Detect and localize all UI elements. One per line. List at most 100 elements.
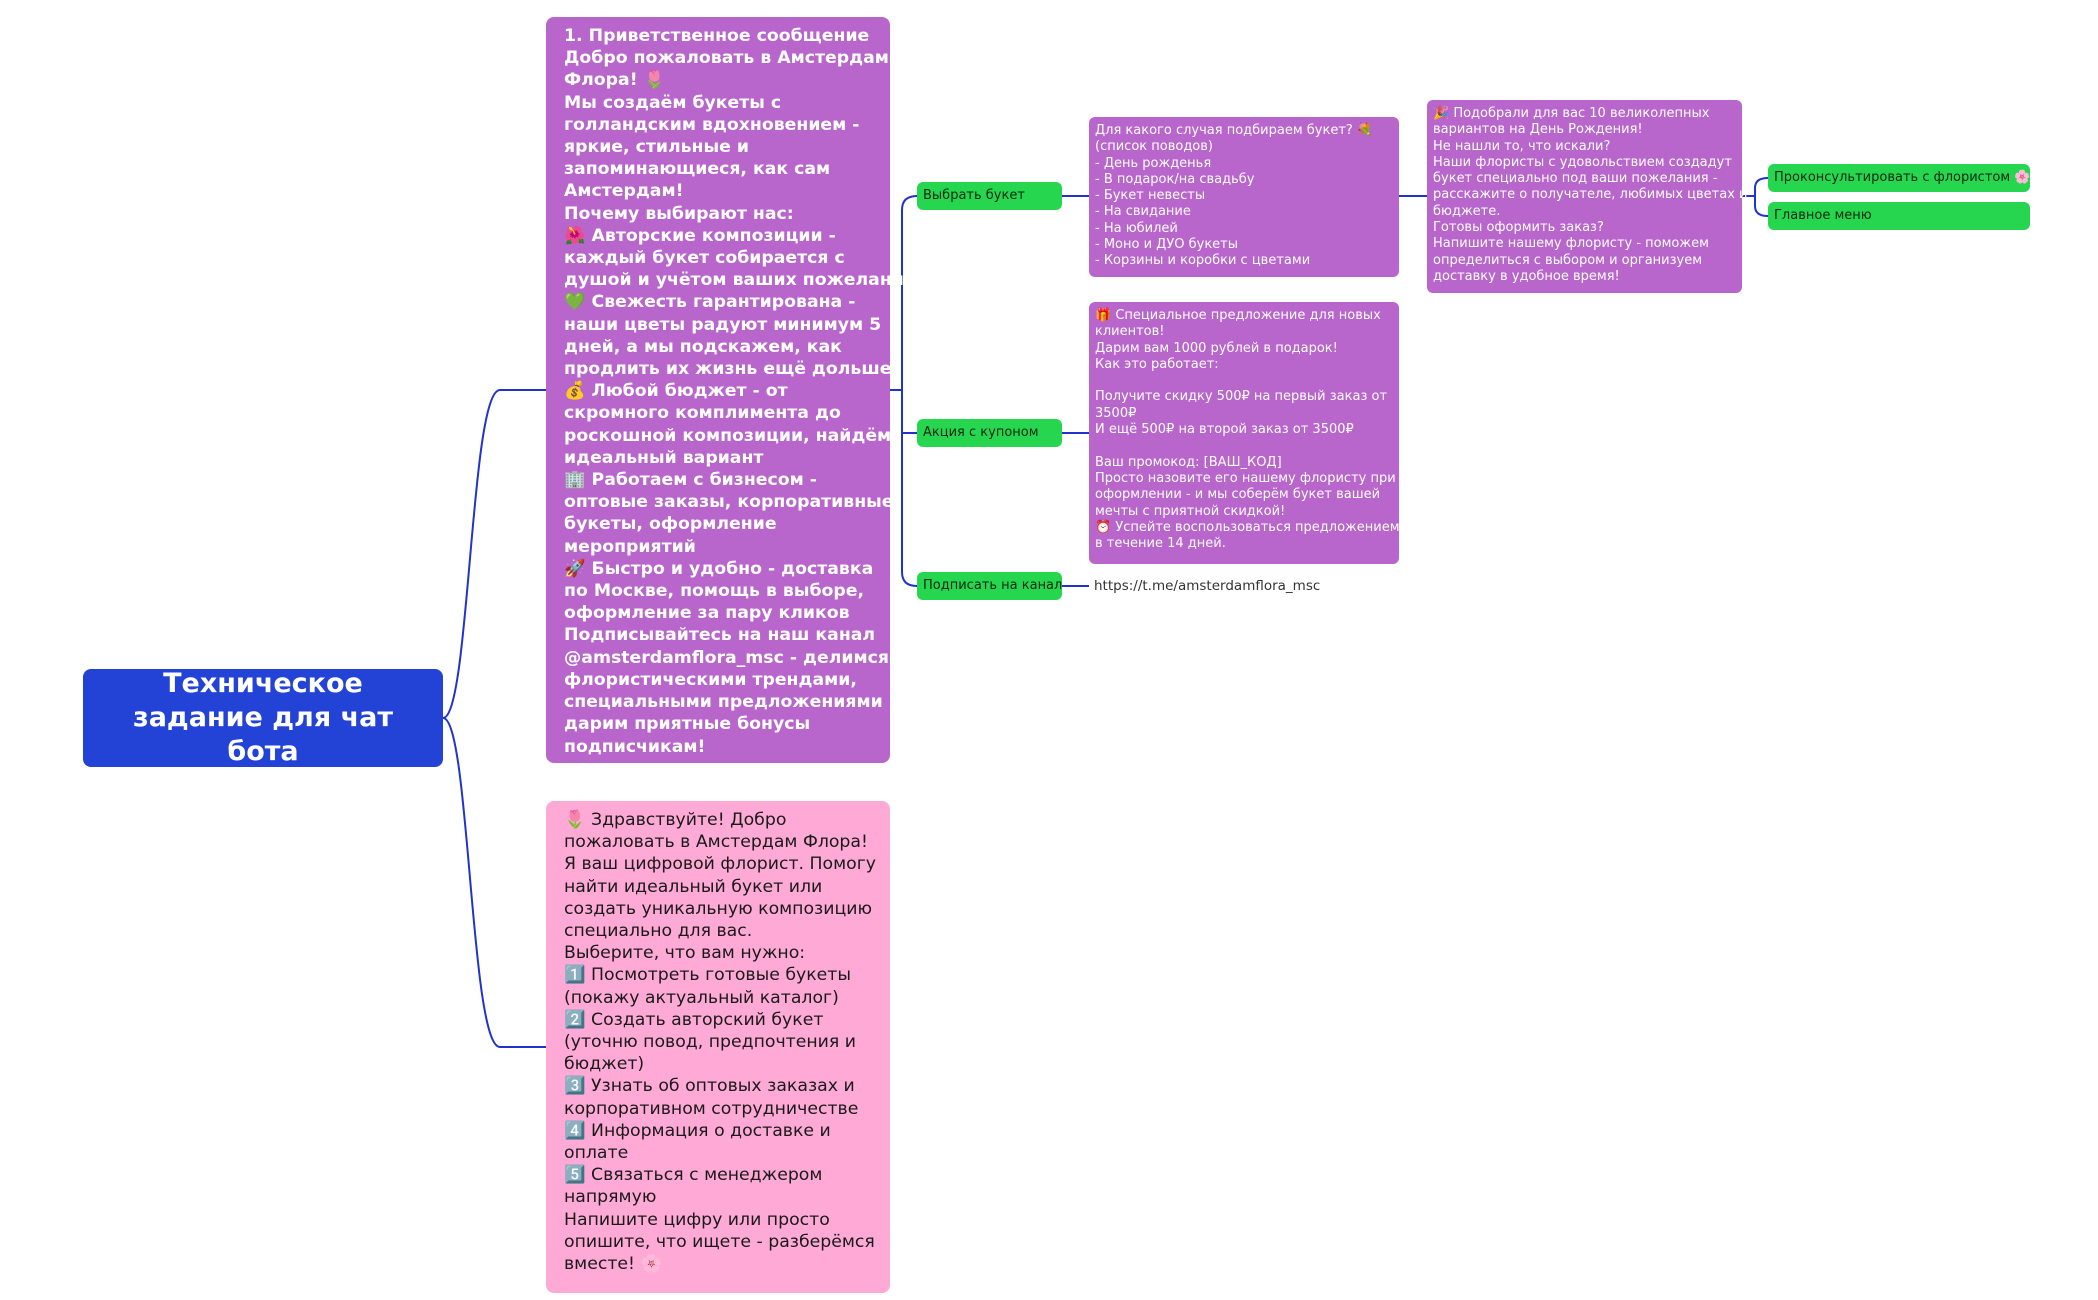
welcome-line: Подписывайтесь на наш канал — [564, 625, 876, 646]
welcome-line: продлить их жизнь ещё дольше — [564, 359, 892, 380]
main-menu-button[interactable]: Главное меню — [1768, 202, 2030, 230]
hello-line: (уточню повод, предпочтения и — [564, 1032, 857, 1053]
hello-line: бюджет) — [564, 1054, 645, 1075]
hello-line: Выберите, что вам нужно: — [564, 943, 806, 964]
welcome-line: Добро пожаловать в Амстердам — [564, 48, 889, 69]
choose-bouquet-button[interactable]: Выбрать букет — [917, 182, 1062, 210]
welcome-line: оформление за пару кликов — [564, 603, 850, 624]
hello-line: вместе! 🌸 — [564, 1254, 662, 1275]
hello-line: 4️⃣ Информация о доставке и — [564, 1120, 831, 1141]
hello-line: специально для вас. — [564, 921, 753, 942]
promo-line — [1095, 373, 1393, 389]
coupon-promo-button[interactable]: Акция с купоном — [917, 419, 1062, 447]
connector-root-hello — [442, 717, 546, 1048]
occasion-line: - Моно и ДУО букеты — [1095, 237, 1238, 253]
welcome-line: 🌺 Авторские композиции - — [564, 225, 836, 246]
welcome-line: специальными предложениями и — [564, 692, 901, 713]
consult-florist-button[interactable]: Проконсультировать с флористом 🌸 — [1768, 164, 2030, 192]
root-node-title[interactable]: Техническое задание для чат бота — [83, 668, 443, 767]
welcome-line: душой и учётом ваших пожеланий — [564, 270, 917, 291]
promo-line: в течение 14 дней. — [1095, 536, 1226, 552]
hello-line: 5️⃣ Связаться с менеджером — [564, 1165, 823, 1186]
root-title-line-2: для чат бота — [227, 702, 393, 767]
connector-hub-coupon — [901, 390, 917, 434]
occasion-line: - Корзины и коробки с цветами — [1095, 253, 1311, 269]
hello-line: 2️⃣ Создать авторский букет — [564, 1009, 824, 1030]
welcome-line: 🚀 Быстро и удобно - доставка — [564, 558, 874, 579]
promo-line: Получите скидку 500₽ на первый заказ от — [1095, 389, 1388, 405]
hello-line: 3️⃣ Узнать об оптовых заказах и — [564, 1076, 855, 1097]
hello-line: оплате — [564, 1143, 629, 1164]
welcome-line: роскошной композиции, найдём — [564, 425, 892, 446]
connector-root-welcome — [442, 389, 546, 719]
picked-line: бюджете. — [1433, 203, 1501, 219]
promo-line: Ваш промокод: [ВАШ_КОД] — [1095, 454, 1282, 470]
connector-hub-choose — [901, 195, 918, 390]
picked-variants-node[interactable]: 🎉 Подобрали для вас 10 великолепных вари… — [1427, 100, 1747, 293]
welcome-line: каждый букет собирается с — [564, 248, 845, 269]
hello-line: Я ваш цифровой флорист. Помогу — [564, 854, 877, 875]
welcome-line: подписчикам! — [564, 736, 706, 757]
welcome-line: идеальный вариант — [564, 447, 764, 468]
picked-line: вариантов на День Рождения! — [1433, 122, 1643, 138]
picked-line: доставку в удобное время! — [1433, 268, 1620, 284]
welcome-line: по Москве, помощь в выборе, — [564, 581, 865, 602]
channel-link[interactable]: https://t.me/amsterdamflora_msc — [1094, 578, 1321, 594]
hello-line: пожаловать в Амстердам Флора! — [564, 832, 868, 853]
promo-offer-node[interactable]: 🎁 Специальное предложение для новых клие… — [1089, 302, 1400, 564]
welcome-line: 💚 Свежесть гарантирована - — [564, 292, 856, 313]
welcome-line: букеты, оформление — [564, 514, 777, 535]
picked-line: 🎉 Подобрали для вас 10 великолепных — [1433, 106, 1710, 121]
occasion-line: - День рожденья — [1095, 155, 1212, 171]
picked-line: Не нашли то, что искали? — [1433, 138, 1611, 154]
promo-line: мечты с приятной скидкой! — [1095, 503, 1286, 519]
promo-line: оформлении - и мы соберём букет вашей — [1095, 487, 1381, 503]
promo-line: И ещё 500₽ на второй заказ от 3500₽ — [1095, 422, 1354, 438]
welcome-line: 1. Приветственное сообщение — [564, 26, 870, 46]
hello-line: 🌷 Здравствуйте! Добро — [564, 810, 787, 830]
hello-message-node[interactable]: 🌷 Здравствуйте! Добро пожаловать в Амсте… — [546, 801, 890, 1293]
welcome-line: @amsterdamflora_msc - делимся — [564, 647, 889, 668]
promo-line — [1095, 438, 1393, 454]
welcome-line: дней, а мы подскажем, как — [564, 336, 842, 357]
connector-hub-menu — [1754, 196, 1769, 217]
occasion-line: Для какого случая подбираем букет? 💐 — [1095, 123, 1374, 138]
promo-line: ⏰ Успейте воспользоваться предложением — [1095, 519, 1400, 535]
welcome-line: мероприятий — [564, 536, 696, 557]
promo-line: клиентов! — [1095, 324, 1165, 340]
hello-line: 1️⃣ Посмотреть готовые букеты — [564, 965, 852, 986]
welcome-line: голландским вдохновением - — [564, 114, 860, 135]
welcome-line: Амстердам! — [564, 181, 684, 202]
picked-line: Готовы оформить заказ? — [1433, 220, 1604, 236]
subscribe-channel-button[interactable]: Подписать на канал — [917, 572, 1062, 600]
welcome-line: оптовые заказы, корпоративные — [564, 492, 894, 513]
connector-hub-consult — [1754, 177, 1769, 196]
promo-line: Дарим вам 1000 рублей в подарок! — [1095, 340, 1338, 356]
welcome-line: наши цветы радуют минимум 5 — [564, 314, 882, 335]
hello-line: опишите, что ищете - разберёмся — [564, 1231, 875, 1252]
welcome-message-node[interactable]: 1. Приветственное сообщение Добро пожало… — [546, 17, 917, 763]
occasion-line: - Букет невесты — [1095, 188, 1206, 204]
welcome-line: скромного комплимента до — [564, 403, 841, 424]
occasion-list-node[interactable]: Для какого случая подбираем букет? 💐 (сп… — [1089, 117, 1399, 277]
welcome-line: Флора! 🌷 — [564, 70, 666, 91]
welcome-line: Мы создаём букеты с — [564, 92, 782, 113]
occasion-line: - На свидание — [1095, 204, 1191, 220]
hello-line: найти идеальный букет или — [564, 876, 823, 897]
occasion-line: - В подарок/на свадьбу — [1095, 171, 1255, 187]
root-title-line-1: Техническое задание — [133, 668, 363, 733]
hello-line: Напишите цифру или просто — [564, 1209, 830, 1230]
promo-line: 🎁 Специальное предложение для новых — [1095, 308, 1381, 323]
picked-line: Напишите нашему флористу - поможем — [1433, 236, 1709, 252]
hello-line: напрямую — [564, 1187, 657, 1208]
promo-line: Просто назовите его нашему флористу при — [1095, 470, 1396, 486]
connector-hub-subscribe — [901, 390, 918, 587]
welcome-line: запоминающиеся, как сам — [564, 159, 831, 180]
hello-line: корпоративном сотрудничестве — [564, 1098, 859, 1119]
occasion-line: - На юбилей — [1095, 220, 1178, 236]
promo-line: 3500₽ — [1095, 405, 1137, 421]
welcome-line: яркие, стильные и — [564, 137, 749, 158]
welcome-line: 🏢 Работаем с бизнесом - — [564, 470, 817, 491]
